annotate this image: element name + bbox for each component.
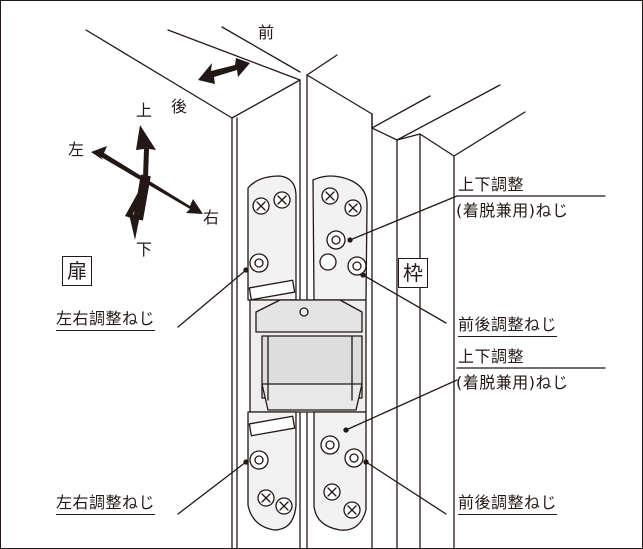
lower-screws	[248, 415, 364, 519]
front-back-arrow	[198, 58, 250, 84]
frame-label: 枠	[398, 258, 428, 288]
door-frame	[306, 54, 526, 549]
lr-adjust-screw-top-label: 左右調整ねじ	[56, 310, 156, 331]
upper-stamp	[248, 279, 296, 301]
vertical-adjust-screw-top-line2: (着脱兼用)ねじ	[456, 201, 569, 220]
cross-arrows	[91, 125, 203, 240]
fb-adjust-screw-bottom-label: 前後調整ねじ	[458, 494, 558, 515]
direction-right-label: 右	[203, 208, 220, 227]
direction-down-label: 下	[136, 240, 153, 259]
hinge-knuckle	[249, 299, 367, 413]
direction-front-label: 前	[258, 23, 275, 42]
direction-left-label: 左	[68, 140, 85, 159]
upper-screws	[249, 187, 367, 276]
fb-adjust-screw-top-label: 前後調整ねじ	[458, 316, 558, 337]
lr-adjust-screw-bottom-label: 左右調整ねじ	[56, 494, 156, 515]
door-label: 扉	[62, 256, 92, 286]
direction-up-label: 上	[136, 101, 153, 120]
direction-back-label: 後	[171, 97, 188, 116]
vertical-adjust-screw-top-line1: 上下調整	[458, 175, 525, 194]
vertical-adjust-screw-bottom-line2: (着脱兼用)ねじ	[456, 373, 569, 392]
leader-lines	[177, 195, 606, 515]
vertical-adjust-screw-bottom-line1: 上下調整	[458, 347, 525, 366]
